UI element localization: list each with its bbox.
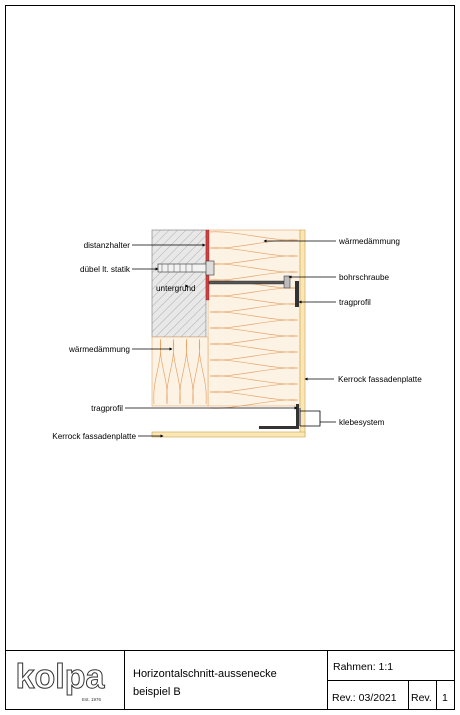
label-kerrock-left: Kerrock fassadenplatte <box>52 432 136 441</box>
logo-est: Est. 1976 <box>82 697 102 702</box>
rev-label: Rev. <box>411 692 432 704</box>
insulation-upper-wave <box>209 231 299 409</box>
bracket <box>208 275 299 307</box>
title-line2: beispiel B <box>133 686 181 698</box>
kolpa-logo: kolpa Est. 1976 <box>15 658 106 703</box>
label-waermedaemmung-left: wärmedämmung <box>68 345 130 354</box>
label-tragprofil-left: tragprofil <box>91 404 123 413</box>
logo-text: kolpa <box>16 658 106 696</box>
label-distanzhalter: distanzhalter <box>84 241 131 250</box>
substrate <box>151 229 207 338</box>
insulation-wave <box>166 338 181 405</box>
label-kerrock-right: Kerrock fassadenplatte <box>338 375 422 384</box>
label-waermedaemmung-right: wärmedämmung <box>338 237 400 246</box>
rev-number: 1 <box>442 692 448 704</box>
label-klebesystem: klebesystem <box>339 418 385 427</box>
insulation-wave <box>179 338 194 405</box>
label-duebel: dübel lt. statik <box>80 265 131 274</box>
insulation-wave <box>192 338 207 405</box>
insulation-wave <box>153 338 168 405</box>
scale-label: Rahmen: 1:1 <box>333 661 393 673</box>
leader-lines <box>125 239 336 438</box>
label-tragprofil-right: tragprofil <box>339 298 371 307</box>
section-drawing: distanzhalter dübel lt. statik untergrun… <box>52 229 422 441</box>
sheet-border <box>5 5 455 710</box>
label-untergrund: untergrund <box>156 284 196 293</box>
panel-right <box>299 229 306 437</box>
label-bohrschraube: bohrschraube <box>339 273 390 282</box>
corner-profile <box>259 404 301 429</box>
insulation-upper <box>207 229 301 407</box>
title-line1: Horizontalschnitt-aussenecke <box>133 668 277 680</box>
title-block: kolpa Est. 1976 Horizontalschnitt-aussen… <box>5 650 455 710</box>
insulation-lower-wave <box>153 338 207 405</box>
rev-date: Rev.: 03/2021 <box>332 692 397 704</box>
panel-bottom <box>151 431 306 438</box>
